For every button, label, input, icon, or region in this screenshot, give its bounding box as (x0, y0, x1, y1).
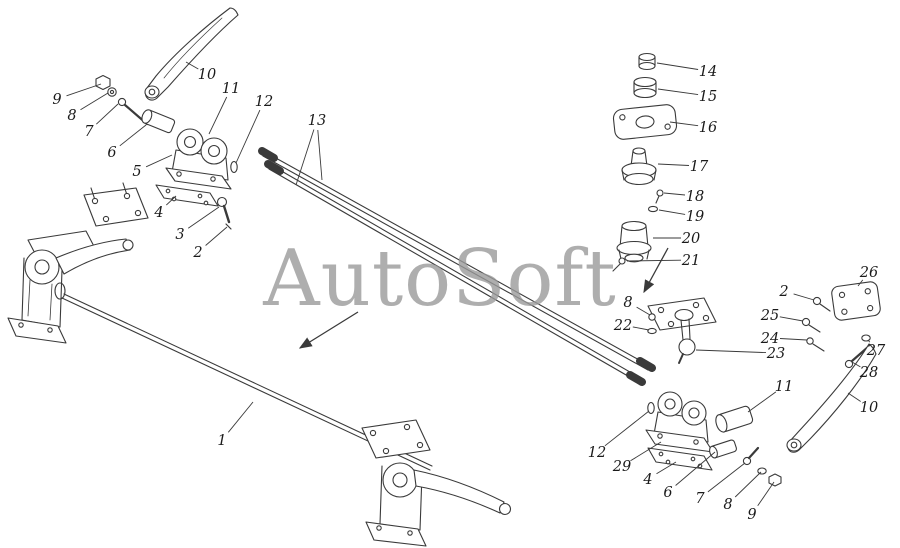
callout-label-1: 1 (217, 433, 226, 449)
leader-line (145, 154, 173, 168)
leader-line (867, 339, 871, 343)
callout-label-8: 8 (623, 295, 632, 311)
callout-label-9: 9 (747, 507, 756, 523)
leader-line (658, 209, 686, 215)
leader-line (119, 124, 147, 147)
callout-label-7: 7 (695, 491, 705, 507)
callout-label-9: 9 (52, 92, 61, 108)
leader-line (656, 62, 699, 70)
callout-label-28: 28 (859, 365, 878, 381)
leader-line (205, 226, 228, 246)
leader-line (295, 129, 315, 186)
leader-line (663, 192, 686, 196)
callout-label-2: 2 (192, 245, 202, 261)
left-assembly (7, 182, 149, 344)
callout-label-26: 26 (859, 265, 878, 281)
leader-line (95, 103, 119, 125)
drag-rods (258, 147, 656, 386)
leader-line (779, 316, 804, 322)
callout-label-13: 13 (308, 113, 326, 129)
lever-arm-top-left (144, 7, 239, 101)
callout-label-2: 2 (778, 284, 788, 300)
leader-line (630, 441, 662, 462)
leader-line (851, 361, 861, 368)
callout-label-14: 14 (699, 64, 717, 80)
leader-line (757, 481, 775, 507)
bolt-top-left (216, 196, 232, 230)
bottom-assembly (361, 419, 512, 547)
lever-arm-bottom-right (786, 343, 877, 453)
leader-line (675, 451, 716, 486)
callout-label-23: 23 (766, 346, 785, 362)
leader-line (80, 92, 109, 111)
leader-line (187, 206, 220, 229)
callout-label-4: 4 (642, 472, 652, 488)
assembly-direction-arrow (298, 311, 359, 349)
callout-label-4: 4 (153, 205, 163, 221)
leader-line (657, 88, 699, 96)
callout-label-22: 22 (613, 318, 632, 334)
pivot-pin-top-left (141, 109, 176, 134)
callout-label-20: 20 (681, 231, 700, 247)
leader-line (208, 96, 228, 135)
leader-line (185, 61, 199, 70)
upper-support-stack (612, 52, 678, 272)
callout-label-25: 25 (760, 308, 779, 324)
leader-line (656, 461, 677, 475)
callout-label-10: 10 (198, 67, 216, 83)
callout-label-15: 15 (699, 89, 717, 105)
callout-label-19: 19 (686, 209, 704, 225)
leader-line (227, 401, 254, 433)
leader-line (779, 338, 808, 341)
leader-line (857, 279, 864, 287)
callout-label-17: 17 (690, 159, 709, 175)
callout-label-11: 11 (775, 379, 793, 395)
callout-label-21: 21 (681, 253, 700, 269)
leader-line (235, 109, 261, 164)
lower-support-bracket (647, 297, 717, 364)
leader-line (657, 163, 690, 166)
leader-line (793, 293, 815, 301)
callout-label-27: 27 (866, 343, 886, 359)
callout-label-11: 11 (222, 81, 240, 97)
callout-label-8: 8 (723, 497, 732, 513)
leader-line (847, 392, 861, 402)
leader-line (626, 259, 682, 262)
callout-label-6: 6 (663, 485, 672, 501)
leader-line (747, 391, 777, 413)
callout-label-8: 8 (67, 108, 76, 124)
leader-line (66, 83, 102, 97)
leader-line (636, 306, 651, 316)
callout-label-16: 16 (699, 120, 717, 136)
leader-line (317, 129, 323, 181)
pivot-bracket-top-left (165, 128, 232, 190)
backing-plate-top-left (155, 184, 219, 207)
assembly-direction-arrow (643, 247, 669, 294)
bracket-group-bottom-right (645, 391, 782, 487)
leader-line (165, 195, 177, 206)
callout-label-7: 7 (84, 124, 94, 140)
callout-label-24: 24 (760, 331, 779, 347)
callout-label-18: 18 (686, 189, 704, 205)
leader-line (632, 326, 650, 331)
callout-label-12: 12 (255, 94, 273, 110)
callout-label-29: 29 (612, 459, 631, 475)
callout-label-12: 12 (588, 445, 606, 461)
leader-line (734, 471, 762, 498)
leader-line (695, 349, 767, 354)
retainer-clip-top-left (230, 160, 238, 174)
leader-line (669, 121, 699, 127)
callout-label-3: 3 (175, 227, 184, 243)
callout-label-5: 5 (132, 164, 141, 180)
leader-line (707, 462, 746, 493)
leader-line (604, 410, 650, 447)
callout-label-10: 10 (860, 400, 878, 416)
callout-label-6: 6 (107, 145, 116, 161)
